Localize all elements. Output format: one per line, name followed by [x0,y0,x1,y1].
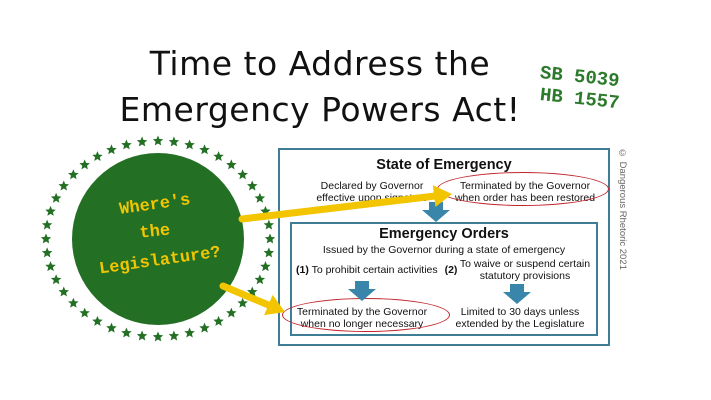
option-2: To waive or suspend certain statutory pr… [455,258,595,282]
star-icon [226,159,237,170]
yellow-arrow-head-icon [264,294,285,316]
star-icon [213,315,224,326]
star-icon [184,327,195,338]
result-2-line-2: extended by the Legislature [455,318,585,330]
orders-subheading: Issued by the Governor during a state of… [322,244,566,256]
star-icon [45,261,56,272]
star-icon [45,205,56,216]
star-icon [68,169,79,180]
option-2-num: (2) [444,264,458,276]
highlight-oval [282,298,450,332]
star-icon [263,247,275,258]
option-2-line-1: To waive or suspend certain [459,258,591,270]
star-icon [121,327,132,338]
star-icon [226,307,237,318]
star-icon [121,139,132,150]
seal-circle [72,153,244,325]
star-icon [264,233,276,244]
star-icon [136,330,148,341]
star-icon [41,247,53,258]
star-icon [92,315,103,326]
star-icon [106,322,117,333]
star-icon [79,159,90,170]
option-1-num: (1) [296,264,309,276]
star-icon [237,169,248,180]
star-icon [199,144,210,155]
star-icon [168,136,180,147]
star-icon [58,286,69,297]
star-icon [79,307,90,318]
option-2-line-2: statutory provisions [479,270,571,282]
yellow-arrow-shaft [219,282,272,309]
option-1: (1) To prohibit certain activities [296,264,446,276]
star-icon [58,180,69,191]
star-icon [41,219,53,230]
option-1-text: To prohibit certain activities [311,264,438,276]
star-icon [106,144,117,155]
star-icon [184,139,195,150]
star-icon [152,331,164,342]
star-icon [68,297,79,308]
star-icon [168,330,180,341]
result-2-line-1: Limited to 30 days unless [460,306,580,318]
star-icon [152,135,164,146]
down-arrow-icon [503,284,531,304]
down-arrow-icon [422,202,450,222]
star-icon [260,261,271,272]
title-line-1: Time to Address the [149,44,491,83]
title-line-2: Emergency Powers Act! [119,90,521,129]
result-2: Limited to 30 days unless extended by th… [445,306,595,330]
declared-line-1: Declared by Governor [320,180,424,192]
state-heading: State of Emergency [376,157,512,173]
star-icon [40,233,52,244]
star-icon [254,274,266,285]
star-icon [136,136,148,147]
star-icon [50,274,62,285]
star-icon [50,192,62,203]
star-icon [213,151,224,161]
star-icon [247,180,258,191]
star-icon [199,322,210,333]
yellow-arrow-shaft [238,192,438,223]
star-icon [263,219,275,230]
star-icon [92,151,103,161]
star-icon [254,192,266,203]
down-arrow-icon [348,281,376,301]
orders-heading: Emergency Orders [379,226,509,242]
yellow-arrow-head-icon [432,185,452,208]
star-icon [237,297,248,308]
copyright: © Dangerous Rhetoric 2021 [617,148,628,270]
